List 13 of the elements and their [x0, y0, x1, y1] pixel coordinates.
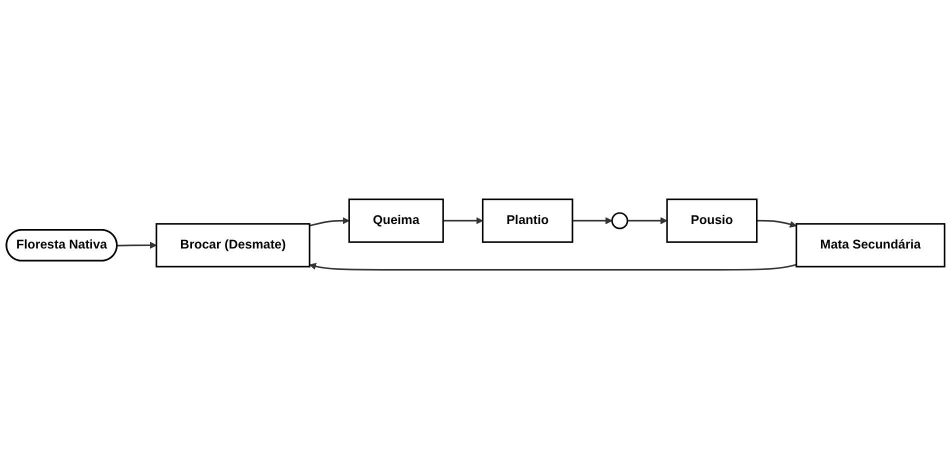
node-circle	[611, 212, 628, 230]
arrow	[309, 218, 350, 227]
node-box: Mata Secundária	[796, 224, 946, 268]
node-box: Plantio	[482, 198, 574, 244]
node-box: Brocar (Desmate)	[156, 224, 310, 268]
arrow	[309, 263, 797, 272]
node-box: Queima	[348, 198, 444, 244]
arrow	[117, 242, 157, 250]
arrow	[443, 218, 484, 225]
node-box: Pousio	[666, 198, 758, 244]
arrow	[756, 220, 797, 228]
arrow	[627, 218, 668, 225]
arrow	[572, 218, 612, 225]
